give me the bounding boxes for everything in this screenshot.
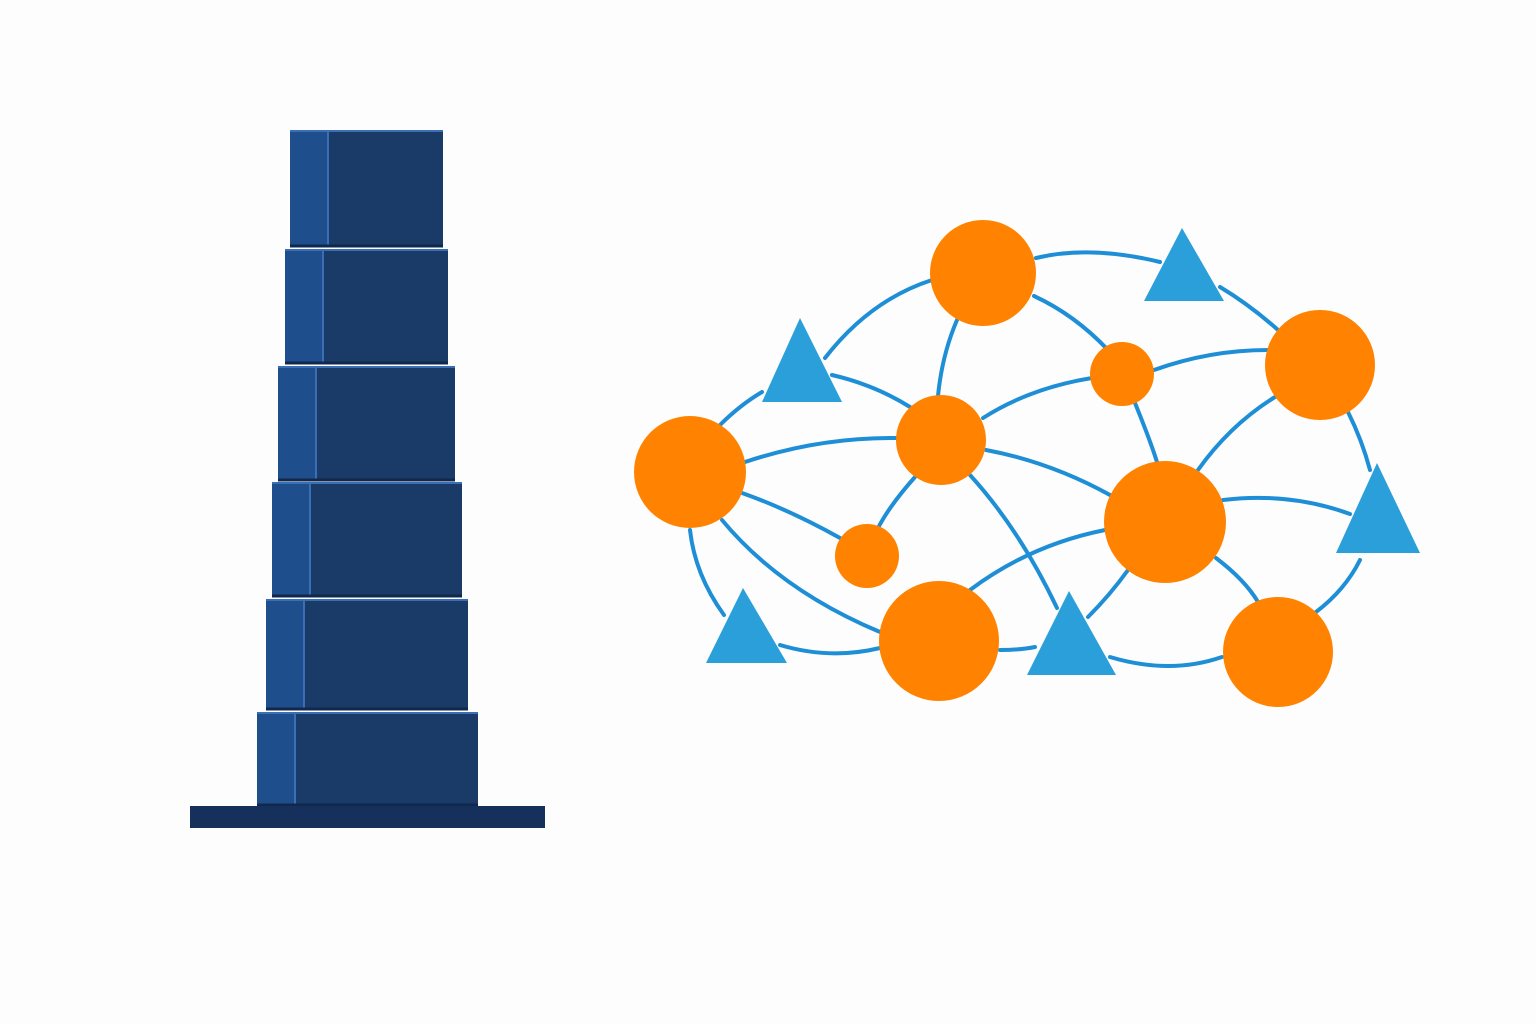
network-edge: [968, 473, 1059, 610]
network-edge: [778, 643, 882, 656]
network-edge: [1346, 410, 1372, 472]
tower-base: [190, 806, 545, 828]
network-edge: [1032, 294, 1110, 352]
network-node-circle: [1223, 597, 1333, 707]
network-edge: [936, 318, 959, 398]
network-edge: [1218, 285, 1280, 332]
network-edge: [984, 448, 1112, 497]
network-edge: [981, 376, 1094, 420]
block-side: [272, 482, 310, 597]
network-node-circle: [634, 416, 746, 528]
network-edges: [688, 250, 1372, 668]
network-edge: [1196, 395, 1277, 472]
network-node-triangle: [706, 588, 787, 663]
network-node-circle: [1090, 342, 1154, 406]
network-node-circle: [1265, 310, 1375, 420]
block-side: [290, 130, 328, 247]
network-edge: [1221, 495, 1352, 516]
network-edge: [998, 645, 1037, 652]
network-edge: [823, 278, 934, 360]
network-node-circle: [835, 524, 899, 588]
network-edge: [876, 475, 917, 530]
network-edge: [830, 373, 912, 409]
network-edge: [1314, 558, 1362, 614]
network-edge: [743, 435, 899, 464]
block-side: [285, 249, 323, 364]
tower-block: [278, 366, 455, 482]
network-graph-icon: [634, 220, 1420, 707]
network-edge: [718, 390, 764, 427]
network-node-circle: [1104, 461, 1226, 583]
network-edge: [720, 518, 882, 634]
tower-block: [266, 599, 468, 711]
network-edge: [1152, 348, 1270, 372]
block-side: [266, 599, 304, 710]
tower-block: [290, 130, 443, 248]
network-node-triangle: [762, 318, 842, 402]
network-node-triangle: [1027, 591, 1116, 675]
tower-block: [272, 482, 462, 598]
network-node-circle: [879, 581, 999, 701]
tower-block: [285, 249, 448, 365]
network-node-triangle: [1144, 228, 1224, 301]
network-edge: [1214, 556, 1260, 604]
block-side: [257, 712, 295, 806]
network-edge: [688, 528, 726, 617]
network-edge: [740, 491, 842, 540]
stacked-blocks-tower-icon: [190, 130, 545, 828]
tower-block: [257, 712, 478, 807]
network-edge: [968, 528, 1107, 592]
network-edge: [1034, 250, 1162, 264]
block-side: [278, 366, 316, 481]
network-edge: [1086, 568, 1130, 619]
network-node-circle: [930, 220, 1036, 326]
network-edge: [1108, 655, 1224, 668]
network-node-circle: [896, 395, 986, 485]
network-edge: [1133, 401, 1159, 464]
network-node-triangle: [1336, 463, 1420, 553]
